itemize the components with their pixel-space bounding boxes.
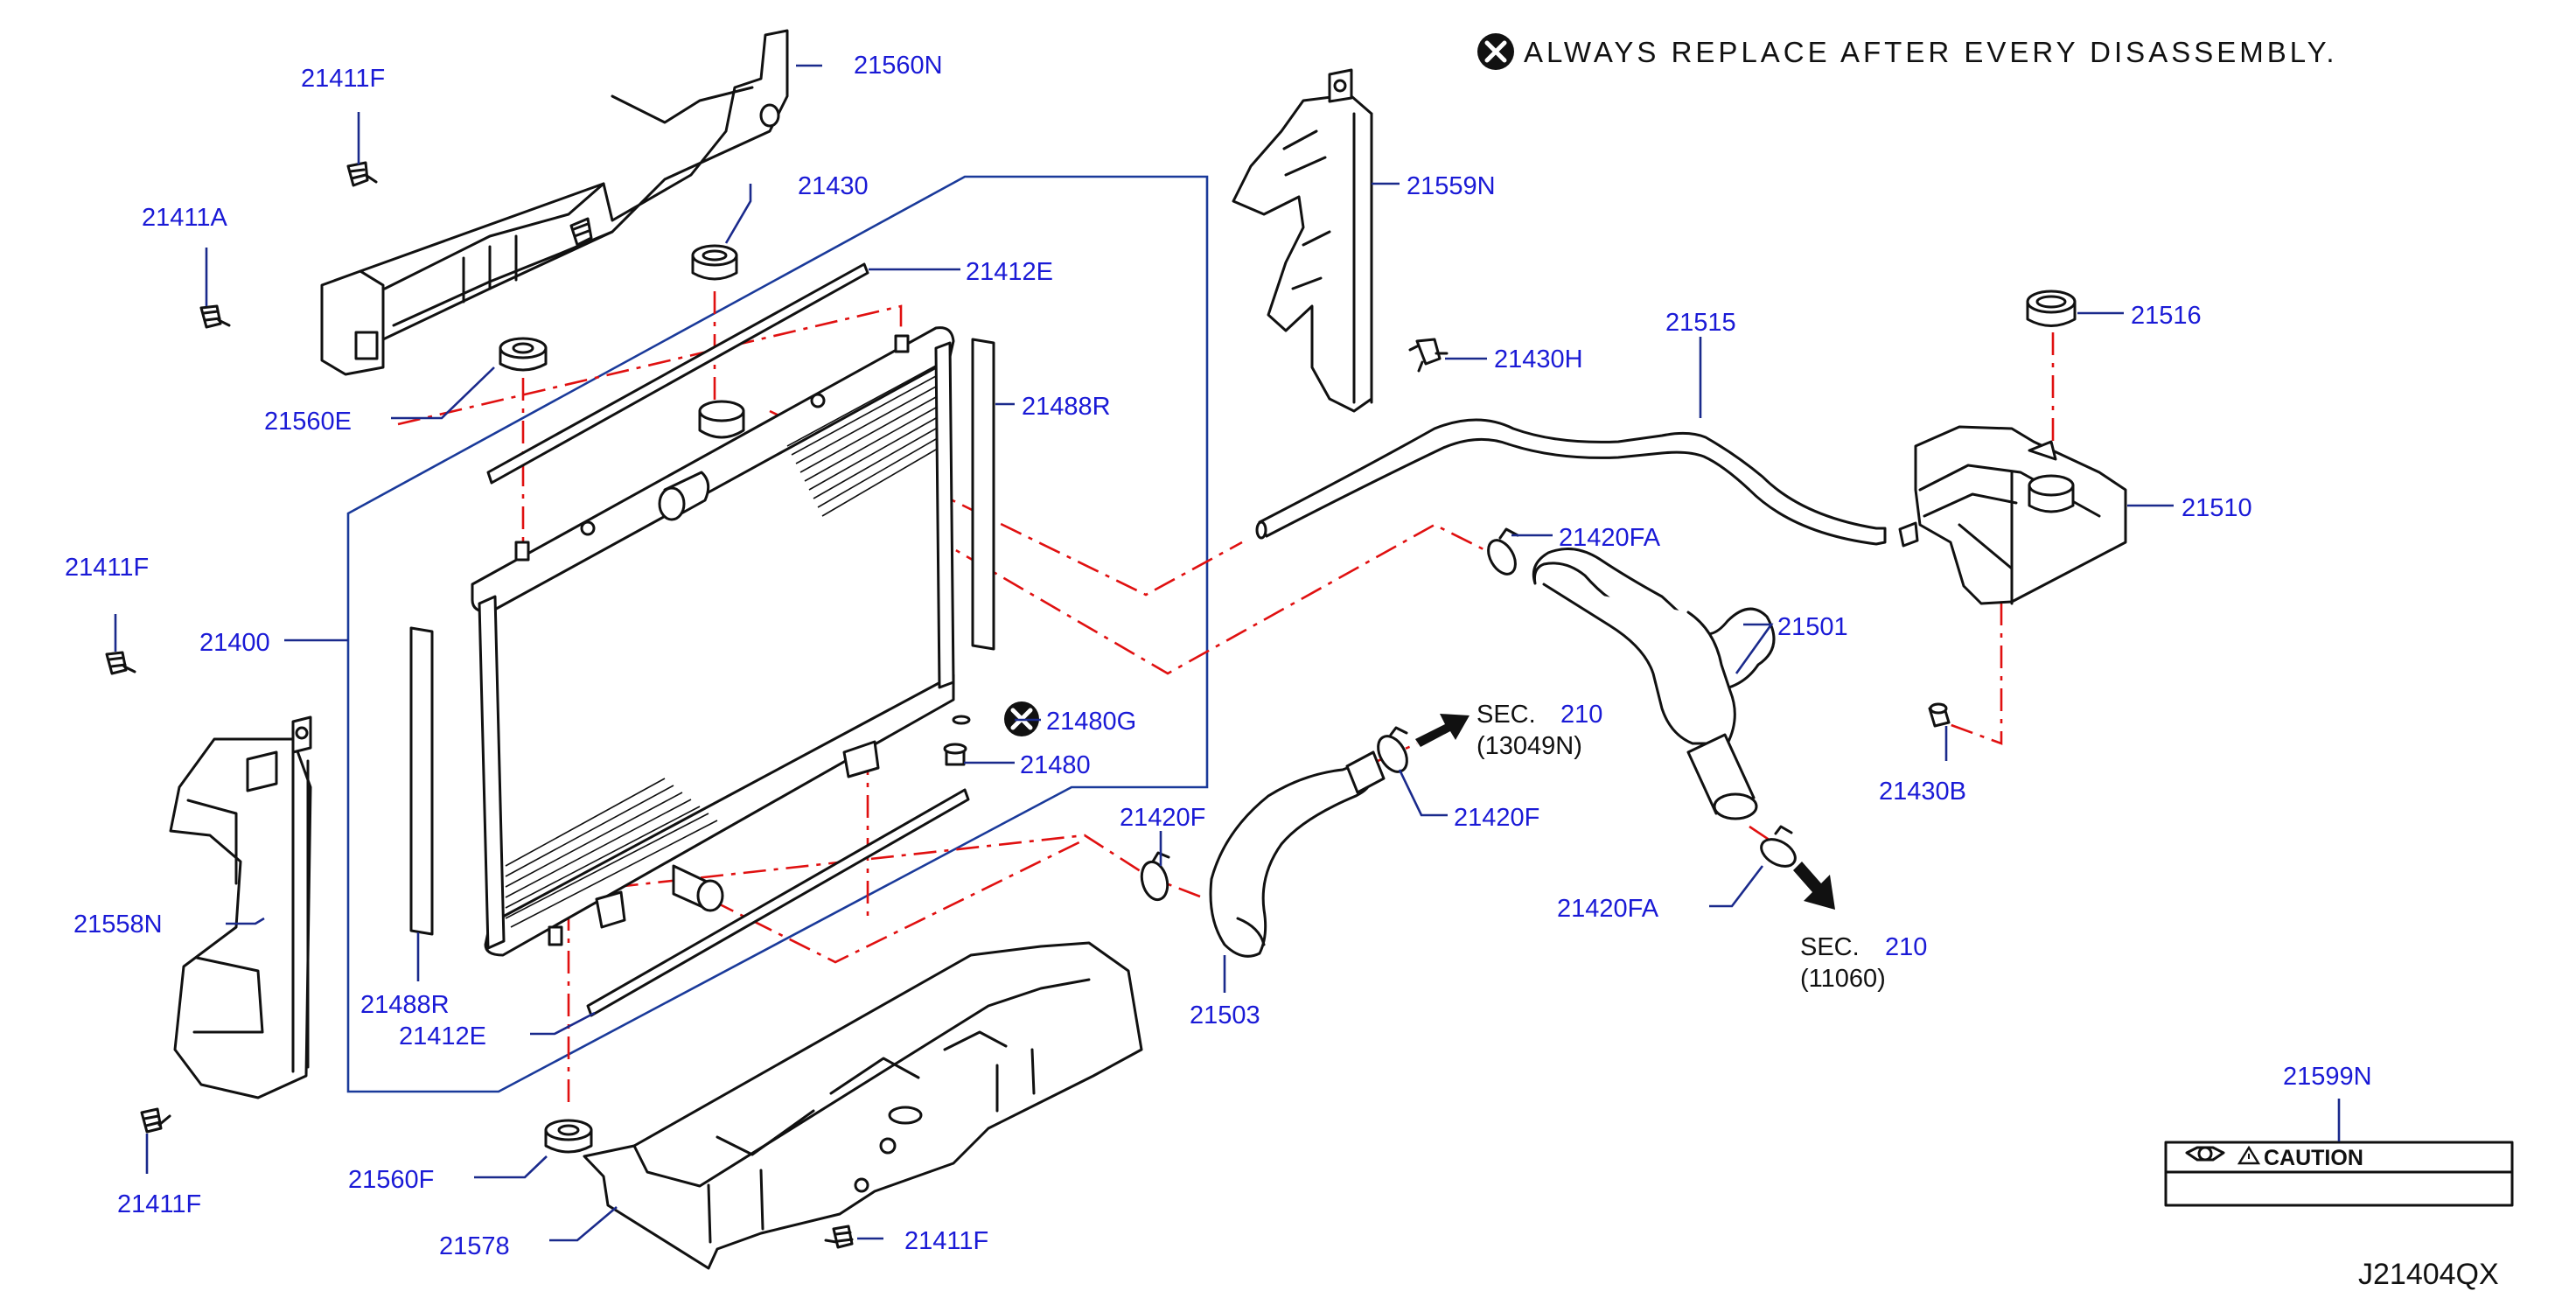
upper-mount-bushing — [499, 337, 548, 372]
callout-21516: 21516 — [2131, 302, 2202, 330]
radiator-fins-bottom — [505, 778, 718, 928]
callout-21411f: 21411F — [904, 1227, 988, 1255]
direction-arrow-icon — [1415, 714, 1470, 747]
reservoir-cap — [2028, 474, 2075, 513]
clip-21411a — [199, 304, 231, 329]
callout-21411f: 21411F — [301, 65, 385, 93]
notice: ALWAYS REPLACE AFTER EVERY DISASSEMBLY. — [1477, 33, 2338, 70]
radiator-symbol-icon — [2185, 1146, 2225, 1162]
radiator-fins-top — [786, 365, 937, 517]
callout-21400: 21400 — [199, 629, 270, 657]
callout-21488r: 21488R — [1022, 393, 1111, 421]
callout-21430b: 21430B — [1879, 778, 1966, 806]
hose-clamp-lower-a — [1140, 851, 1170, 902]
callout-21510: 21510 — [2182, 494, 2252, 522]
direction-arrow-icon — [1793, 862, 1835, 910]
callout-21430h: 21430H — [1494, 345, 1583, 373]
callout-21488r: 21488R — [360, 991, 450, 1019]
section-ref-sub: (11060) — [1800, 965, 1886, 993]
callout-21503: 21503 — [1190, 1001, 1260, 1029]
caution-label: CAUTION — [2164, 1141, 2514, 1207]
assembly-outline — [346, 175, 1209, 1093]
clip-21430h — [1408, 338, 1449, 373]
clip-21411f-bottom-left — [140, 1107, 171, 1134]
right-air-guide — [1232, 68, 1373, 413]
caution-text: CAUTION — [2264, 1146, 2363, 1170]
radiator — [471, 326, 955, 957]
callout-21420fa: 21420FA — [1557, 895, 1659, 923]
section-ref-number: 210 — [1885, 933, 1927, 961]
drain-plug — [943, 743, 967, 766]
callout-21480g: 21480G — [1046, 708, 1136, 736]
callout-21412e: 21412E — [399, 1022, 486, 1050]
callout-21420f: 21420F — [1120, 804, 1205, 832]
clip-21411f-top — [346, 161, 378, 187]
callout-21560n: 21560N — [854, 52, 943, 80]
lower-shroud — [583, 941, 1143, 1270]
leader-lines — [114, 64, 2341, 1242]
upper-shroud — [320, 29, 789, 376]
clip-fastener — [569, 217, 593, 247]
callout-21412e: 21412E — [966, 258, 1053, 286]
callout-21559n: 21559N — [1407, 172, 1496, 200]
callout-21480: 21480 — [1020, 751, 1091, 779]
callout-21501: 21501 — [1777, 613, 1848, 641]
section-ref-number: 210 — [1560, 701, 1602, 729]
clip-21411f-bottom — [824, 1225, 854, 1249]
section-ref-sec: SEC. — [1476, 701, 1536, 729]
seal-strip-lower — [586, 788, 970, 1017]
callout-21578: 21578 — [439, 1232, 510, 1260]
upper-hose — [1532, 548, 1776, 820]
hose-clamp-upper-b — [1760, 825, 1797, 868]
drain-o-ring — [952, 715, 971, 725]
callout-21420f: 21420F — [1454, 804, 1539, 832]
callouts: 21560N 21411F 21411A 21430 21412E 21560E… — [65, 52, 2372, 1260]
hose-clamp-upper-a — [1487, 527, 1519, 576]
seal-strip-left — [409, 626, 434, 936]
section-ref-11060: SEC. 210 (11060) — [1800, 933, 1927, 993]
callout-21560f: 21560F — [348, 1166, 434, 1194]
section-ref-sub: (13049N) — [1476, 732, 1582, 760]
callout-21411f: 21411F — [117, 1190, 201, 1218]
callout-21560e: 21560E — [264, 408, 352, 436]
hose-clamp-lower-b — [1377, 726, 1408, 773]
lower-mount-bushing — [544, 1119, 593, 1154]
clip-21411f-left — [105, 651, 136, 675]
section-ref-13049: SEC. 210 (13049N) — [1476, 701, 1602, 760]
callout-21420fa: 21420FA — [1559, 524, 1661, 552]
lower-hose — [1209, 750, 1386, 958]
clip-21430b — [1928, 702, 1951, 728]
callout-21515: 21515 — [1665, 309, 1736, 337]
callout-21558n: 21558N — [73, 911, 163, 939]
diagram-code: J21404QX — [2358, 1258, 2499, 1291]
replace-x-icon — [1477, 33, 1514, 70]
seal-strip-right — [971, 338, 995, 651]
left-air-guide — [169, 715, 312, 1099]
overflow-hose — [1255, 418, 1887, 546]
seal-strip-upper — [486, 262, 869, 485]
callout-21599n: 21599N — [2283, 1063, 2372, 1091]
radiator-cap — [691, 244, 738, 281]
section-ref-sec: SEC. — [1800, 933, 1860, 961]
warning-triangle-icon — [2237, 1145, 2261, 1165]
notice-text: ALWAYS REPLACE AFTER EVERY DISASSEMBLY. — [1524, 36, 2338, 68]
callout-21411a: 21411A — [142, 204, 227, 232]
reservoir-cap-21516 — [2026, 290, 2077, 327]
reservoir-tank — [1898, 425, 2127, 605]
callout-21430: 21430 — [798, 172, 869, 200]
callout-21411f: 21411F — [65, 554, 149, 582]
